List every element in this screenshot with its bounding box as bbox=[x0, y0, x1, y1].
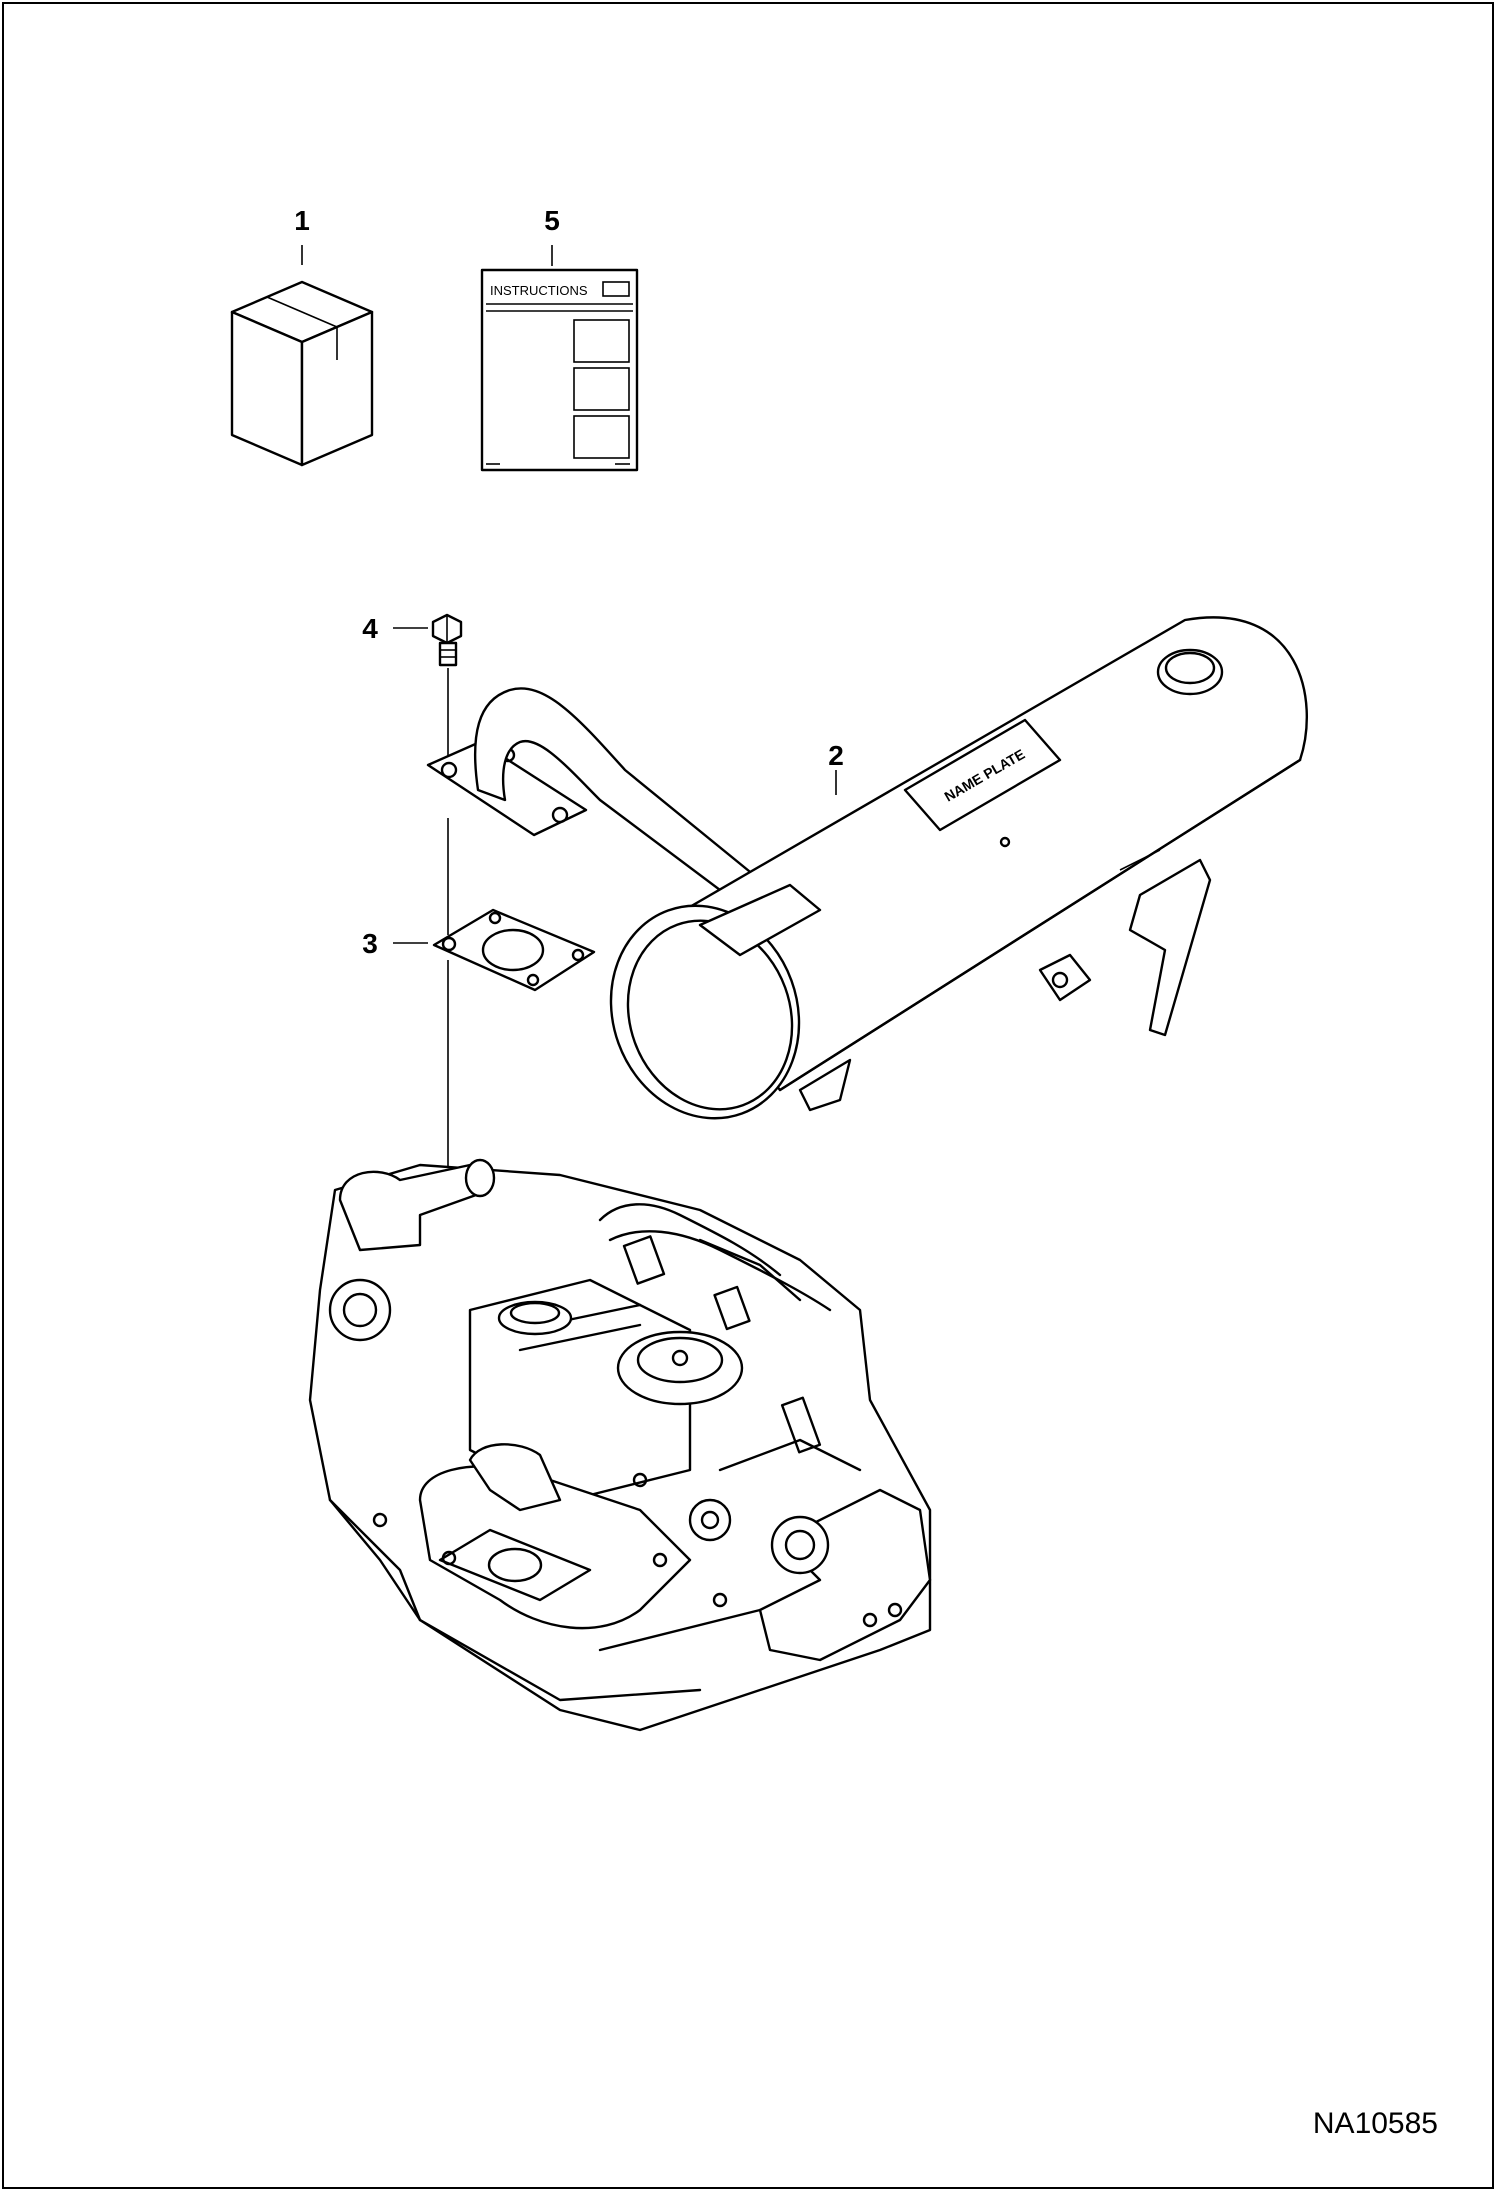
item-3-gasket bbox=[432, 908, 596, 992]
item-3-callout: 3 bbox=[362, 928, 378, 959]
item-1-callout: 1 bbox=[294, 205, 310, 236]
item-4-bolt bbox=[431, 613, 463, 667]
item-1-box bbox=[230, 280, 374, 467]
item-5-callout: 5 bbox=[544, 205, 560, 236]
item-2-callout: 2 bbox=[828, 740, 844, 771]
instructions-title: INSTRUCTIONS bbox=[490, 283, 588, 298]
drawing-id: NA10585 bbox=[1312, 2107, 1438, 2140]
engine-illustration bbox=[308, 1158, 932, 1732]
item-4-callout: 4 bbox=[362, 613, 378, 644]
item-5-instructions-sheet: INSTRUCTIONS bbox=[480, 268, 639, 472]
item-2-muffler: NAME PLATE bbox=[426, 616, 1308, 1120]
